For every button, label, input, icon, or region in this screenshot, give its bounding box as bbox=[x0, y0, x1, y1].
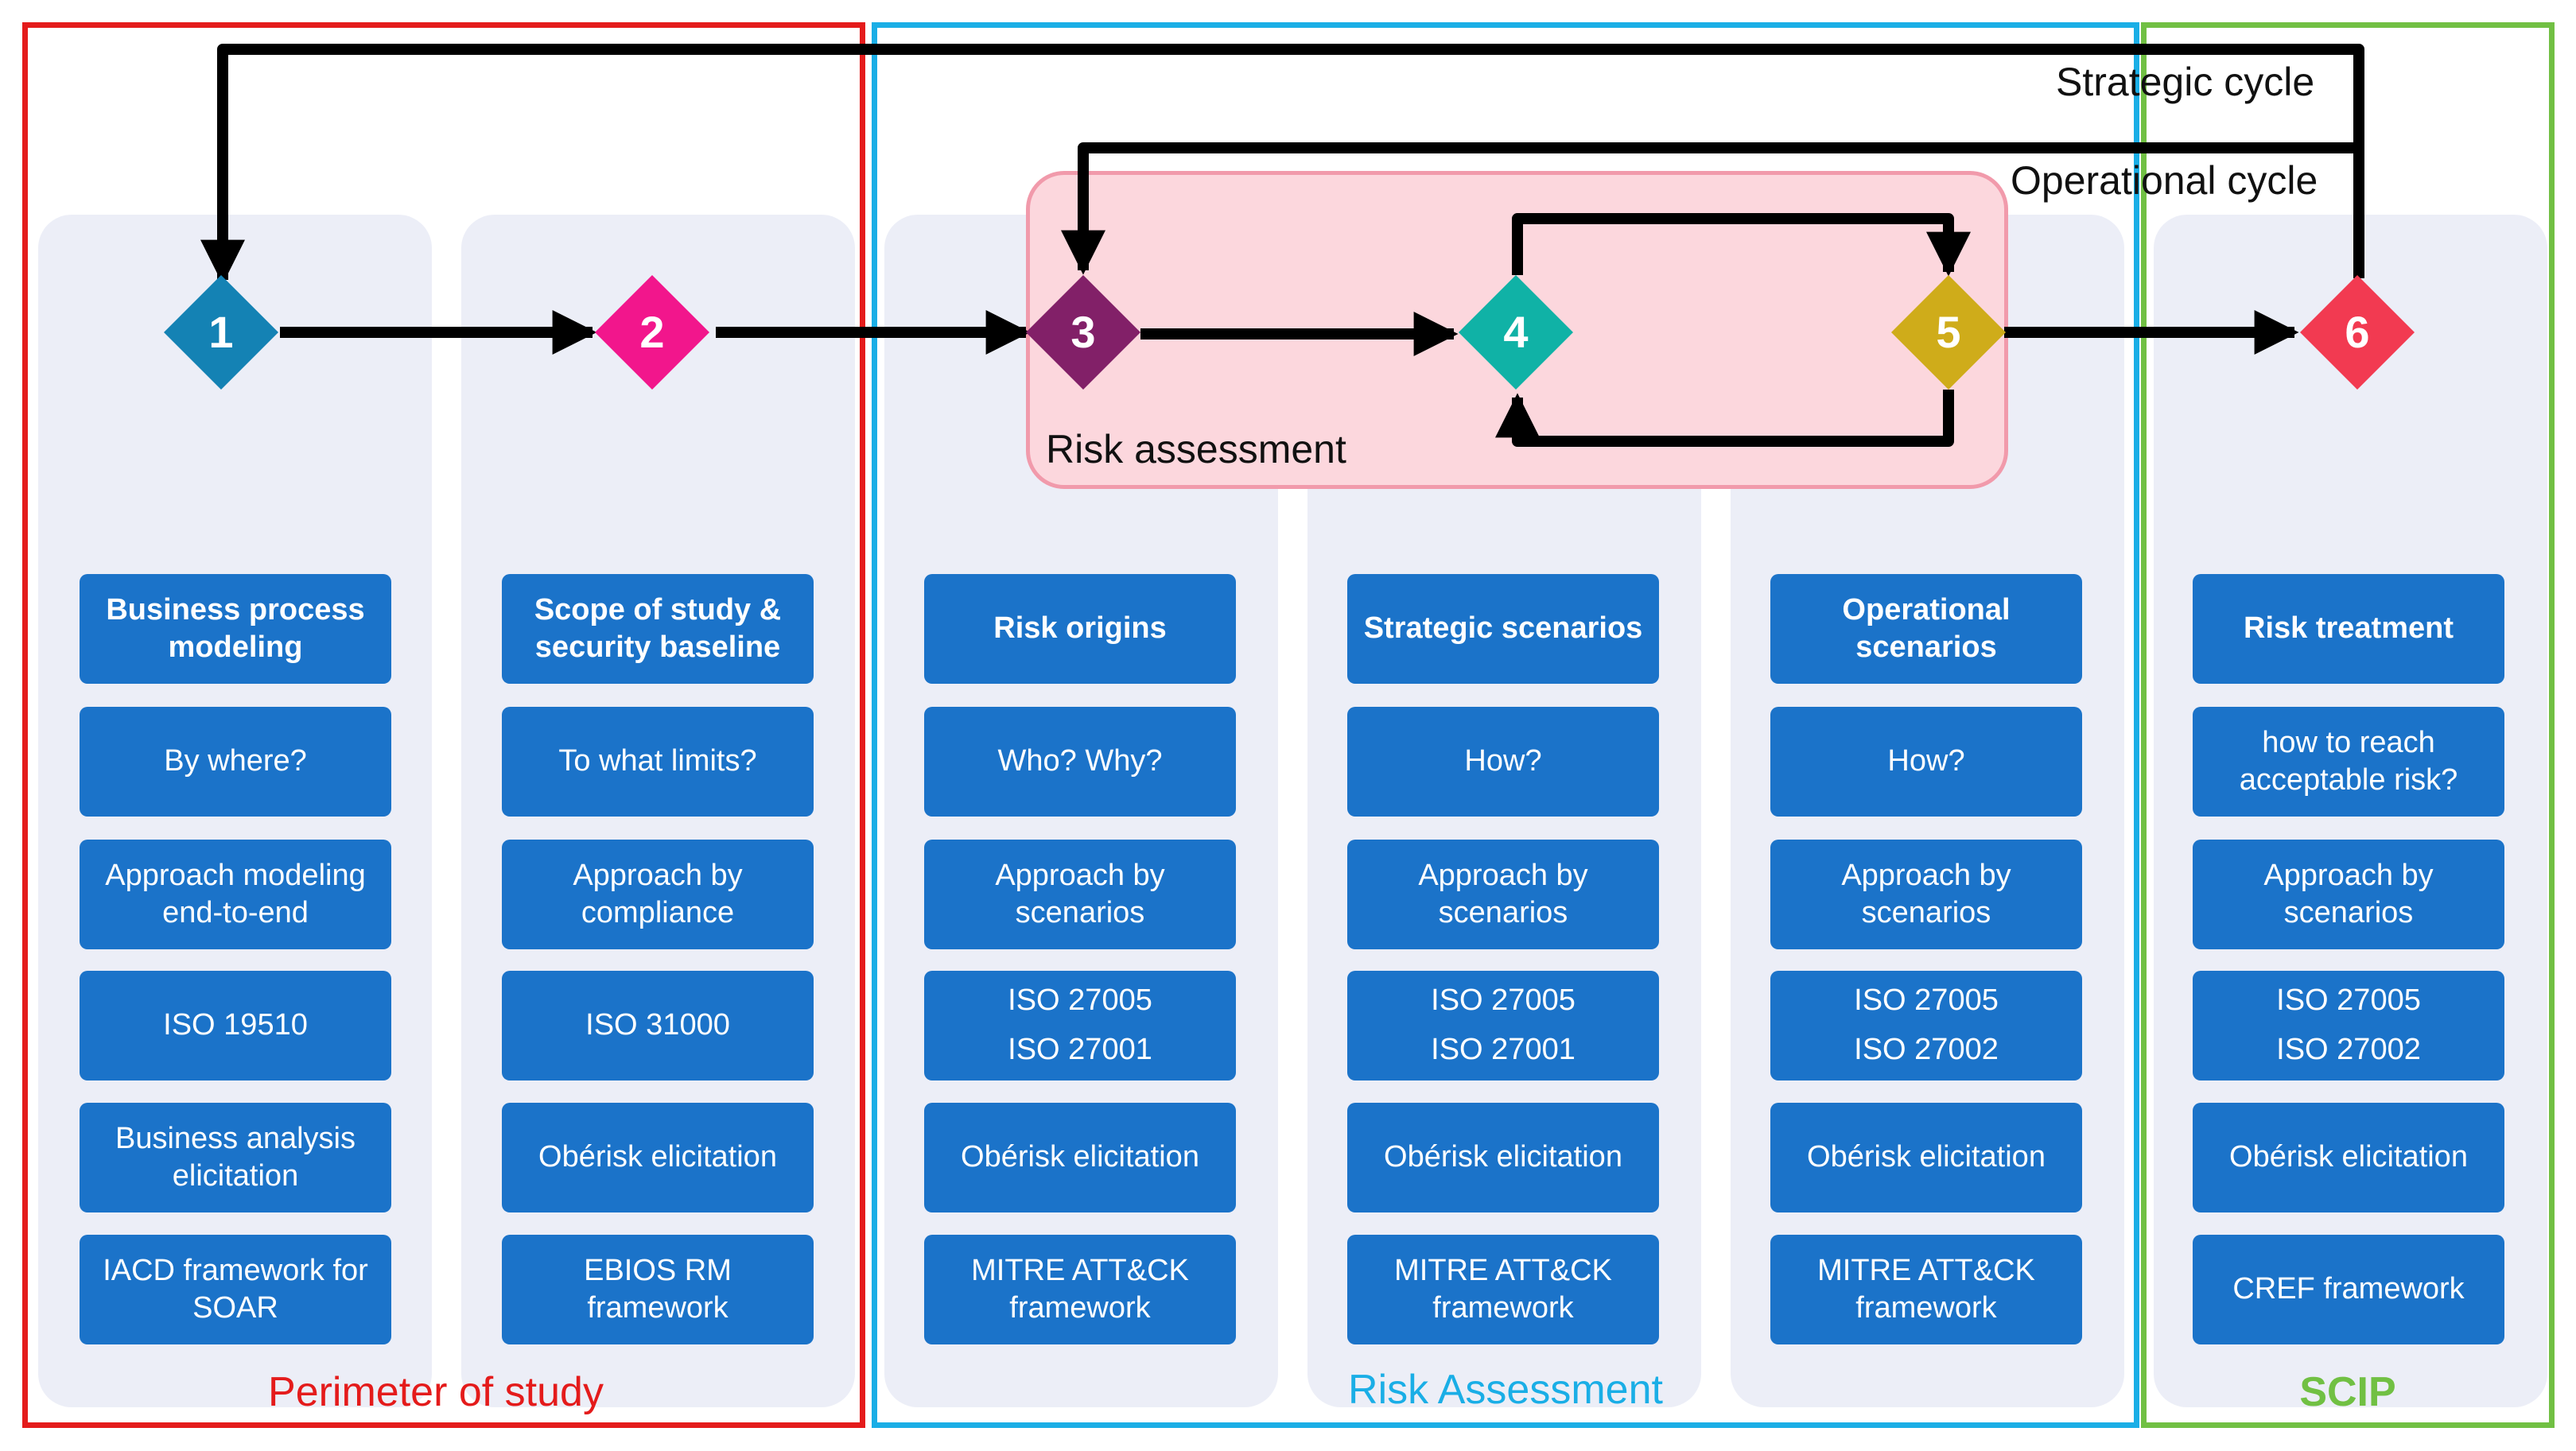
step-diamond-6 bbox=[2300, 275, 2415, 390]
standard-label: ISO 27002 bbox=[1854, 1033, 1999, 1067]
step-diamond-5 bbox=[1891, 275, 2006, 390]
scip-frame-label: SCIP bbox=[2299, 1369, 2396, 1415]
box-title-1: Business process modeling bbox=[80, 574, 391, 684]
standard-label: ISO 19510 bbox=[163, 1008, 308, 1042]
box-standards-1: ISO 19510 bbox=[80, 971, 391, 1080]
strategic-cycle-arrow bbox=[200, 44, 2364, 285]
standard-label: ISO 27005 bbox=[1008, 983, 1152, 1018]
step-number-6: 6 bbox=[2345, 307, 2370, 357]
operational-cycle-label: Operational cycle bbox=[2011, 158, 2318, 203]
standard-label: ISO 31000 bbox=[585, 1008, 730, 1042]
step-diamond-3 bbox=[1026, 275, 1140, 390]
step-diamond-4 bbox=[1459, 275, 1573, 390]
step-number-3: 3 bbox=[1070, 307, 1096, 357]
step-number-5: 5 bbox=[1936, 307, 1961, 357]
standard-label: ISO 27005 bbox=[1854, 983, 1999, 1018]
box-framework-3: MITRE ATT&CK framework bbox=[924, 1235, 1236, 1344]
step-number-2: 2 bbox=[639, 307, 665, 357]
operational-cycle-arrow bbox=[1061, 142, 2359, 275]
standard-label: ISO 27001 bbox=[1008, 1033, 1152, 1067]
standard-label: ISO 27005 bbox=[2276, 983, 2421, 1018]
box-elicitation-3: Obérisk elicitation bbox=[924, 1103, 1236, 1212]
box-elicitation-6: Obérisk elicitation bbox=[2193, 1103, 2504, 1212]
box-elicitation-4: Obérisk elicitation bbox=[1347, 1103, 1659, 1212]
box-elicitation-5: Obérisk elicitation bbox=[1770, 1103, 2082, 1212]
standard-label: ISO 27002 bbox=[2276, 1033, 2421, 1067]
box-approach-6: Approach by scenarios bbox=[2193, 840, 2504, 949]
perimeter-frame bbox=[22, 22, 865, 1428]
box-question-1: By where? bbox=[80, 707, 391, 817]
box-approach-2: Approach by compliance bbox=[502, 840, 814, 949]
step-number-1: 1 bbox=[208, 307, 234, 357]
box-framework-5: MITRE ATT&CK framework bbox=[1770, 1235, 2082, 1344]
risk-assessment-frame bbox=[872, 22, 2139, 1428]
box-approach-3: Approach by scenarios bbox=[924, 840, 1236, 949]
box-title-4: Strategic scenarios bbox=[1347, 574, 1659, 684]
risk-assessment-zone-label: Risk assessment bbox=[1046, 427, 1346, 471]
box-title-3: Risk origins bbox=[924, 574, 1236, 684]
box-approach-4: Approach by scenarios bbox=[1347, 840, 1659, 949]
box-framework-6: CREF framework bbox=[2193, 1235, 2504, 1344]
scip-frame bbox=[2141, 22, 2555, 1428]
step-number-4: 4 bbox=[1503, 307, 1529, 357]
step-diamond-2 bbox=[595, 275, 709, 390]
standard-label: ISO 27005 bbox=[1431, 983, 1576, 1018]
box-elicitation-1: Business analysis elicitation bbox=[80, 1103, 391, 1212]
box-framework-1: IACD framework for SOAR bbox=[80, 1235, 391, 1344]
box-elicitation-2: Obérisk elicitation bbox=[502, 1103, 814, 1212]
box-question-4: How? bbox=[1347, 707, 1659, 817]
box-standards-2: ISO 31000 bbox=[502, 971, 814, 1080]
box-question-2: To what limits? bbox=[502, 707, 814, 817]
perimeter-frame-label: Perimeter of study bbox=[268, 1369, 604, 1415]
standard-label: ISO 27001 bbox=[1431, 1033, 1576, 1067]
strategic-cycle-label: Strategic cycle bbox=[2056, 60, 2315, 104]
box-framework-4: MITRE ATT&CK framework bbox=[1347, 1235, 1659, 1344]
box-approach-1: Approach modeling end-to-end bbox=[80, 840, 391, 949]
step-diamond-1 bbox=[164, 275, 278, 390]
box-question-6: how to reach acceptable risk? bbox=[2193, 707, 2504, 817]
box-approach-5: Approach by scenarios bbox=[1770, 840, 2082, 949]
arrow-5-to-4 bbox=[1495, 390, 1954, 447]
risk-assessment-frame-label: Risk Assessment bbox=[1348, 1367, 1663, 1413]
box-question-3: Who? Why? bbox=[924, 707, 1236, 817]
box-title-6: Risk treatment bbox=[2193, 574, 2504, 684]
box-framework-2: EBIOS RM framework bbox=[502, 1235, 814, 1344]
box-title-5: Operational scenarios bbox=[1770, 574, 2082, 684]
arrow-4-to-5 bbox=[1512, 213, 1971, 277]
box-title-2: Scope of study & security baseline bbox=[502, 574, 814, 684]
box-question-5: How? bbox=[1770, 707, 2082, 817]
